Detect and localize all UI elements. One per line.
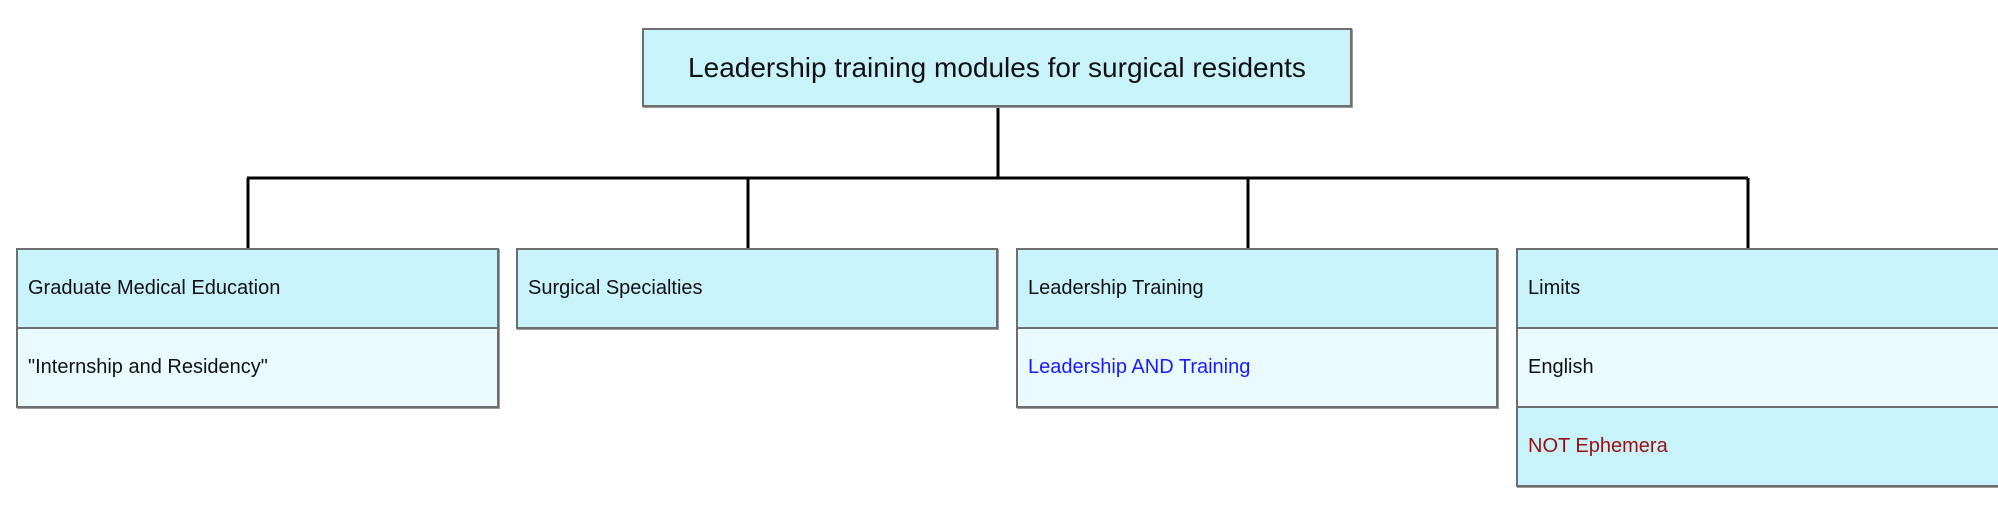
column-header: Surgical Specialties: [516, 248, 998, 329]
column-term-label: English: [1528, 356, 1594, 378]
column-header: Graduate Medical Education: [16, 248, 499, 329]
column-term: NOT Ephemera: [1516, 406, 1998, 487]
column-term: English: [1516, 327, 1998, 408]
column-surgical-specialties: Surgical Specialties: [516, 248, 998, 329]
column-graduate-medical-education: Graduate Medical Education "Internship a…: [16, 248, 499, 408]
column-header-label: Graduate Medical Education: [28, 277, 281, 299]
column-header: Limits: [1516, 248, 1998, 329]
column-term-label: Leadership AND Training: [1028, 356, 1251, 378]
column-limits: Limits English NOT Ephemera: [1516, 248, 1998, 487]
column-leadership-training: Leadership Training Leadership AND Train…: [1016, 248, 1498, 408]
column-term: Leadership AND Training: [1016, 327, 1498, 408]
root-node: Leadership training modules for surgical…: [642, 28, 1352, 107]
column-term-label: "Internship and Residency": [28, 356, 268, 378]
column-header-label: Surgical Specialties: [528, 277, 703, 299]
column-header-label: Leadership Training: [1028, 277, 1204, 299]
column-term: "Internship and Residency": [16, 327, 499, 408]
column-header-label: Limits: [1528, 277, 1581, 299]
column-term-label: NOT Ephemera: [1528, 435, 1668, 457]
column-header: Leadership Training: [1016, 248, 1498, 329]
root-node-label: Leadership training modules for surgical…: [688, 51, 1306, 83]
